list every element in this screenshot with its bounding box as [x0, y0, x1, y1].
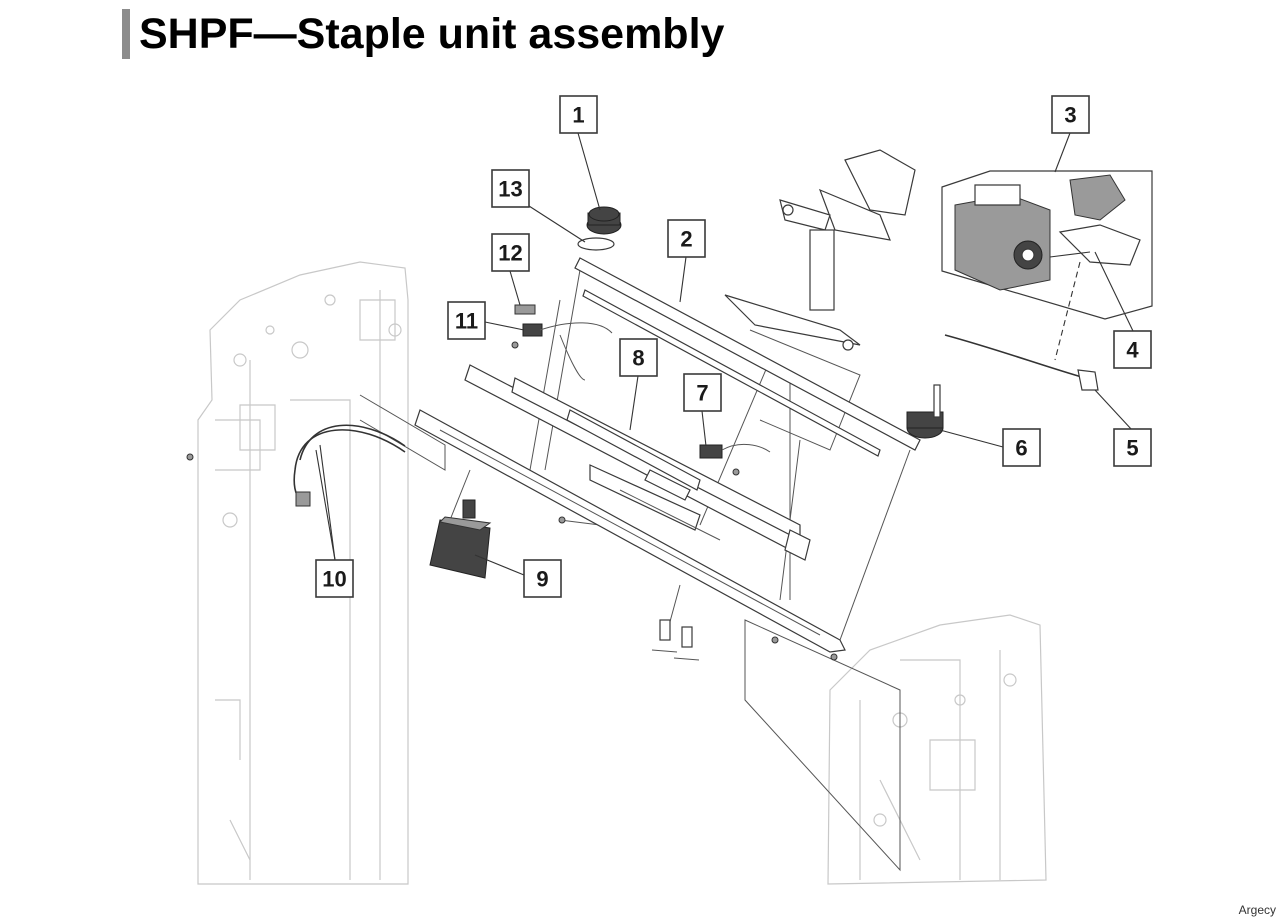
svg-text:11: 11: [455, 309, 478, 334]
watermark: Argecy: [1238, 903, 1276, 917]
svg-text:10: 10: [322, 567, 346, 592]
callout-9: 9: [523, 559, 562, 598]
callout-7: 7: [683, 373, 722, 412]
small-parts: [186, 206, 1099, 661]
staple-cartridge-inset: [941, 170, 1153, 320]
left-frame: [197, 261, 409, 885]
svg-text:3: 3: [1064, 103, 1076, 128]
callout-2: 2: [667, 219, 706, 258]
callout-12: 12: [491, 233, 530, 272]
callout-1: 1: [559, 95, 598, 134]
callout-11: 11: [447, 301, 486, 340]
svg-text:8: 8: [632, 346, 644, 371]
shaft-rod: [574, 257, 921, 457]
leader-lines: [315, 132, 1134, 576]
callout-6: 6: [1002, 428, 1041, 467]
callout-13: 13: [491, 169, 530, 208]
svg-text:2: 2: [680, 227, 692, 252]
svg-text:1: 1: [572, 103, 584, 128]
svg-text:6: 6: [1015, 436, 1027, 461]
lower-bracket: [414, 409, 846, 653]
svg-text:5: 5: [1126, 436, 1138, 461]
svg-text:9: 9: [536, 567, 548, 592]
svg-text:12: 12: [498, 241, 522, 266]
carriage-rail: [464, 364, 811, 561]
upper-mechanism: [724, 149, 916, 351]
right-frame: [827, 614, 1047, 885]
page-title: SHPF—Staple unit assembly: [139, 10, 725, 58]
svg-text:7: 7: [696, 381, 708, 406]
callout-8: 8: [619, 338, 658, 377]
svg-text:13: 13: [498, 177, 522, 202]
svg-text:4: 4: [1126, 338, 1139, 363]
callout-10: 10: [315, 559, 354, 598]
title-accent-bar: [122, 9, 130, 59]
callout-4: 4: [1113, 330, 1152, 369]
callout-5: 5: [1113, 428, 1152, 467]
callout-3: 3: [1051, 95, 1090, 134]
